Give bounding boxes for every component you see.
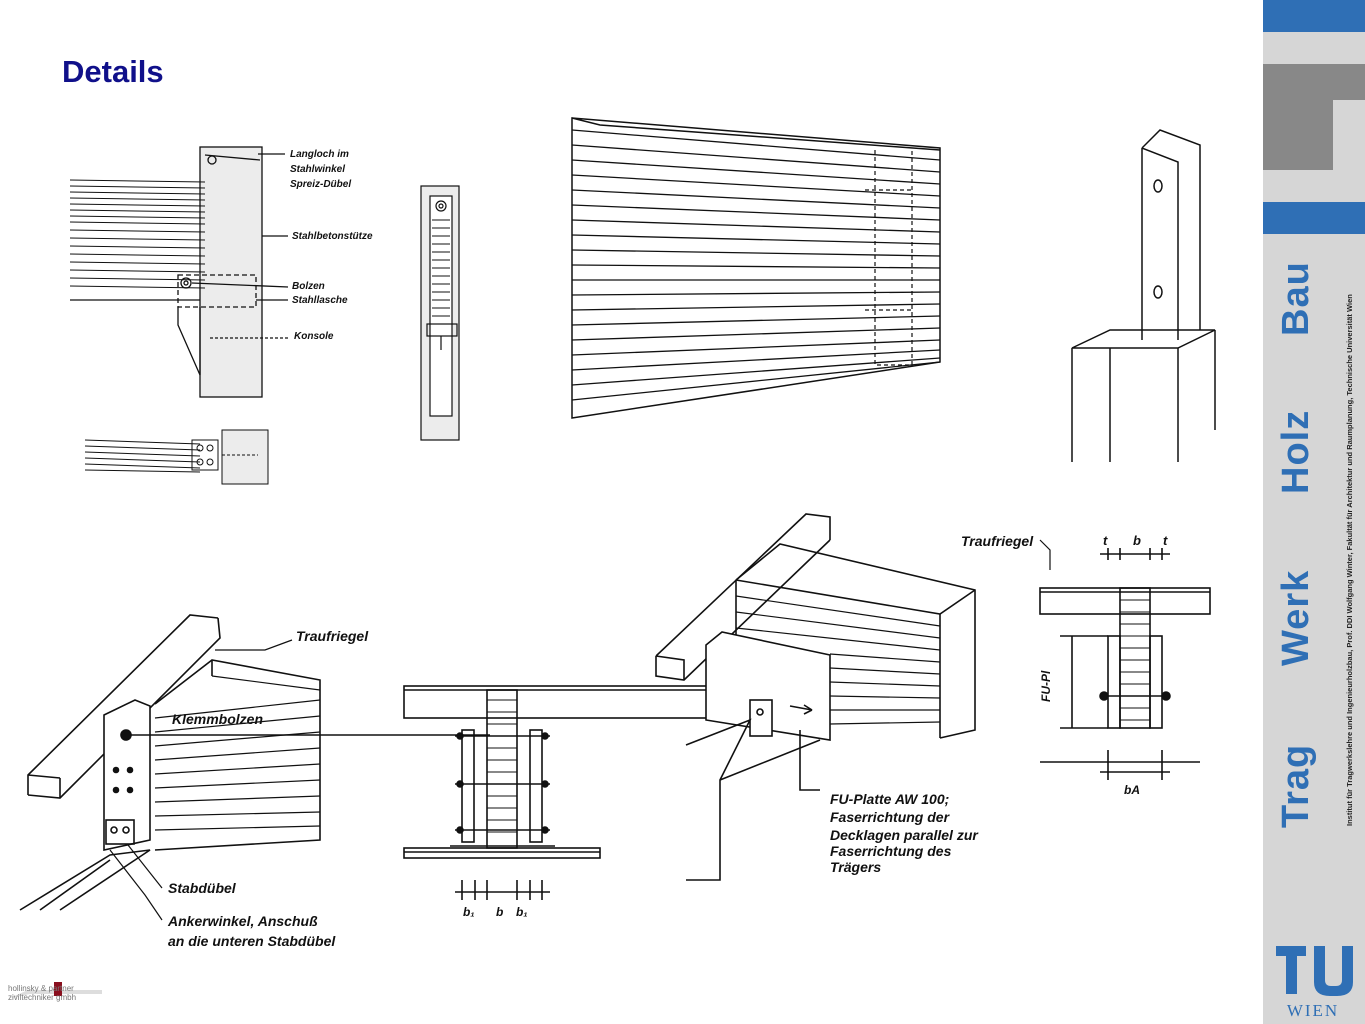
company-logo-text: hollinsky & partner ziviltechniker gmbh: [8, 984, 76, 1002]
label-konsole: Konsole: [294, 331, 334, 342]
detail-beam-perspective: [571, 117, 941, 419]
label-fu-platte-3: Decklagen parallel zur: [830, 827, 979, 843]
label-spreiz-duebel: Spreiz-Dübel: [290, 179, 351, 190]
label-traufriegel-right: Traufriegel: [961, 533, 1034, 549]
detail-klemmbolzen-section: [403, 685, 717, 900]
label-stabduebel: Stabdübel: [168, 880, 237, 896]
construction-details-drawing: Langloch im Stahlwinkel Spreiz-Dübel Sta…: [19, 117, 1216, 949]
t-logo-icon: [1263, 64, 1365, 170]
label-langloch: Langloch im: [290, 149, 349, 160]
label-dim-ba: bA: [1124, 783, 1140, 797]
detail-traufriegel-fu-platte: [655, 513, 976, 881]
label-dim-t-right: t: [1163, 533, 1168, 548]
sidebar-word-trag: Trag: [1275, 743, 1317, 828]
label-stahllasche: Stahllasche: [292, 295, 348, 306]
sidebar-stripe-top: [1263, 0, 1365, 32]
label-stahlbetonstuetze: Stahlbetonstütze: [292, 231, 373, 242]
label-fu-platte-5: Trägers: [830, 859, 881, 875]
label-dim-t-left: t: [1103, 533, 1108, 548]
label-fu-platte-2: Faserrichtung der: [830, 809, 951, 825]
label-ankerwinkel-2: an die unteren Stabdübel: [168, 933, 336, 949]
tu-logo-icon: [1276, 946, 1353, 996]
label-dim-b1-left: b₁: [463, 905, 475, 919]
label-traufriegel-left: Traufriegel: [296, 628, 369, 644]
detail-steel-bracket: [1071, 129, 1216, 462]
label-ankerwinkel-1: Ankerwinkel, Anschuß: [167, 913, 318, 929]
label-dim-b: b: [496, 905, 503, 919]
detail-column-plan: [84, 429, 269, 485]
detail-fu-platte-section: [1039, 548, 1211, 780]
tu-wien-text: WIEN: [1286, 1001, 1340, 1020]
company-logo-icon: [10, 982, 102, 998]
label-bolzen: Bolzen: [292, 281, 325, 292]
slide-title: Details: [62, 54, 164, 89]
sidebar-stripe-middle: [1263, 202, 1365, 234]
label-fu-platte-4: Faserrichtung des: [830, 843, 952, 859]
label-fu-pl: FU-Pl: [1039, 670, 1053, 702]
sidebar: [1263, 0, 1365, 1024]
label-dim-b-top: b: [1133, 533, 1141, 548]
company-name-line2: ziviltechniker gmbh: [8, 993, 77, 1002]
detail-column-connection: [69, 146, 290, 398]
company-name-line1: hollinsky & partner: [8, 984, 74, 993]
label-dim-b1-right: b₁: [516, 905, 528, 919]
sidebar-word-holz: Holz: [1275, 409, 1317, 494]
label-klemmbolzen: Klemmbolzen: [172, 711, 263, 727]
sidebar-word-werk: Werk: [1275, 569, 1317, 666]
sidebar-institute-text: Institut für Tragwerkslehre und Ingenieu…: [1345, 294, 1354, 826]
label-fu-platte-1: FU-Platte AW 100;: [830, 791, 949, 807]
detail-traufriegel-klemmbolzen: [19, 614, 490, 911]
sidebar-word-bau: Bau: [1275, 261, 1317, 336]
label-stahlwinkel: Stahlwinkel: [290, 164, 345, 175]
detail-column-section: [420, 185, 460, 441]
